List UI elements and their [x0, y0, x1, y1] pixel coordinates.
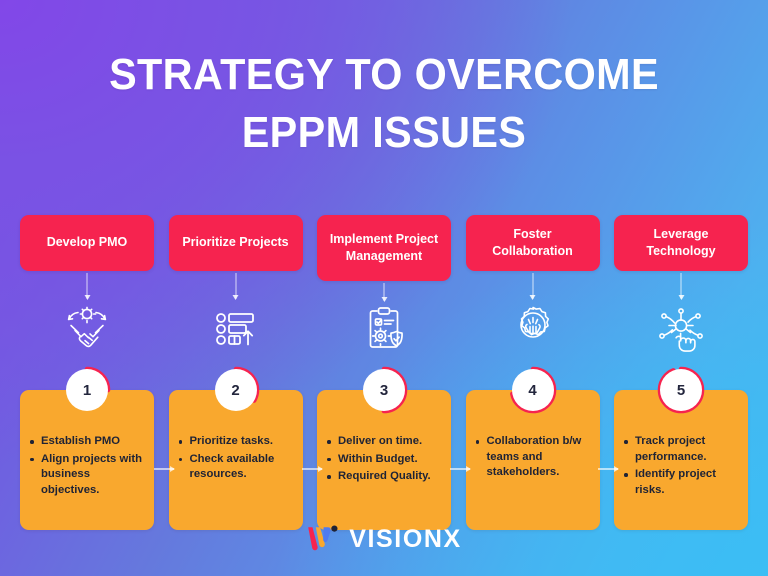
step-header-3-label: Implement Project Management	[329, 231, 439, 263]
header-to-icon-connector-4	[529, 273, 536, 300]
step-header-5-label: Leverage Technology	[646, 226, 716, 258]
step-badge-2: 2	[211, 365, 261, 415]
step-bullets-5: Track project performance. Identify proj…	[623, 434, 740, 498]
list-item: Deliver on time.	[326, 434, 443, 450]
step-badge-1: 1	[62, 365, 112, 415]
step-column-4: Foster Collaboration 4	[465, 215, 600, 530]
step-header-4[interactable]: Foster Collaboration	[465, 215, 600, 271]
step-column-5: Leverage Technology	[614, 215, 748, 530]
step-card-4: Collaboration b/w teams and stakeholders…	[465, 390, 600, 530]
step-number-5: 5	[660, 369, 702, 411]
card-connector-2-3	[302, 465, 323, 472]
step-bullets-3: Deliver on time. Within Budget. Required…	[326, 434, 443, 485]
step-header-4-label: Foster Collaboration	[492, 226, 573, 258]
step-card-2: Prioritize tasks. Check available resour…	[168, 390, 303, 530]
step-header-1-label: Develop PMO	[46, 235, 128, 250]
steps-row: Develop PMO	[20, 215, 748, 530]
header-to-icon-connector-5	[678, 273, 684, 300]
step-number-4: 4	[511, 369, 554, 411]
header-to-icon-connector-3	[381, 283, 387, 302]
list-item: Track project performance.	[623, 434, 740, 465]
list-item: Identify project risks.	[623, 467, 740, 498]
step-header-2[interactable]: Prioritize Projects	[168, 215, 303, 271]
step-number-1: 1	[66, 369, 108, 411]
step-header-3[interactable]: Implement Project Management	[317, 215, 451, 281]
step-header-5[interactable]: Leverage Technology	[614, 215, 748, 271]
priority-list-arrow-icon	[208, 301, 264, 357]
card-connector-3-4	[450, 465, 471, 472]
step-column-1: Develop PMO	[20, 215, 154, 530]
step-bullets-4: Collaboration b/w teams and stakeholders…	[475, 434, 592, 481]
step-column-2: Prioritize Projects	[168, 215, 303, 530]
gear-hands-icon	[505, 301, 561, 357]
list-item: Prioritize tasks.	[178, 434, 295, 450]
list-item: Collaboration b/w teams and stakeholders…	[475, 434, 592, 481]
list-item: Within Budget.	[326, 452, 443, 468]
step-number-2: 2	[214, 369, 257, 411]
page-title: STRATEGY TO OVERCOME EPPM ISSUES	[0, 46, 768, 162]
clipboard-gear-shield-icon	[356, 301, 412, 357]
visionx-w-mark-icon	[308, 525, 338, 551]
title-line-1: STRATEGY TO OVERCOME	[109, 50, 659, 99]
step-header-2-label: Prioritize Projects	[182, 235, 289, 250]
card-connector-1-2	[154, 465, 175, 472]
step-number-3: 3	[363, 369, 405, 411]
list-item: Establish PMO	[29, 434, 146, 450]
step-bullets-2: Prioritize tasks. Check available resour…	[178, 434, 295, 483]
footer-branding: VISIONX	[0, 524, 768, 554]
step-bullets-1: Establish PMO Align projects with busine…	[29, 434, 146, 498]
step-badge-4: 4	[508, 365, 558, 415]
list-item: Required Quality.	[326, 469, 443, 485]
step-card-3: Deliver on time. Within Budget. Required…	[317, 390, 451, 530]
step-card-1: Establish PMO Align projects with busine…	[20, 390, 154, 530]
step-header-1[interactable]: Develop PMO	[20, 215, 154, 271]
header-to-icon-connector-2	[232, 273, 239, 300]
card-connector-4-5	[598, 465, 619, 472]
list-item: Align projects with business objectives.	[29, 452, 146, 499]
brand-name: VISIONX	[349, 524, 462, 553]
step-badge-3: 3	[359, 365, 409, 415]
step-card-5: Track project performance. Identify proj…	[614, 390, 748, 530]
title-line-2: EPPM ISSUES	[241, 108, 527, 158]
list-item: Check available resources.	[178, 452, 295, 483]
hand-touch-network-icon	[653, 301, 709, 357]
step-column-3: Implement Project Management	[317, 215, 451, 530]
step-badge-5: 5	[656, 365, 706, 415]
handshake-gear-icon	[59, 301, 115, 357]
header-to-icon-connector-1	[84, 273, 90, 300]
